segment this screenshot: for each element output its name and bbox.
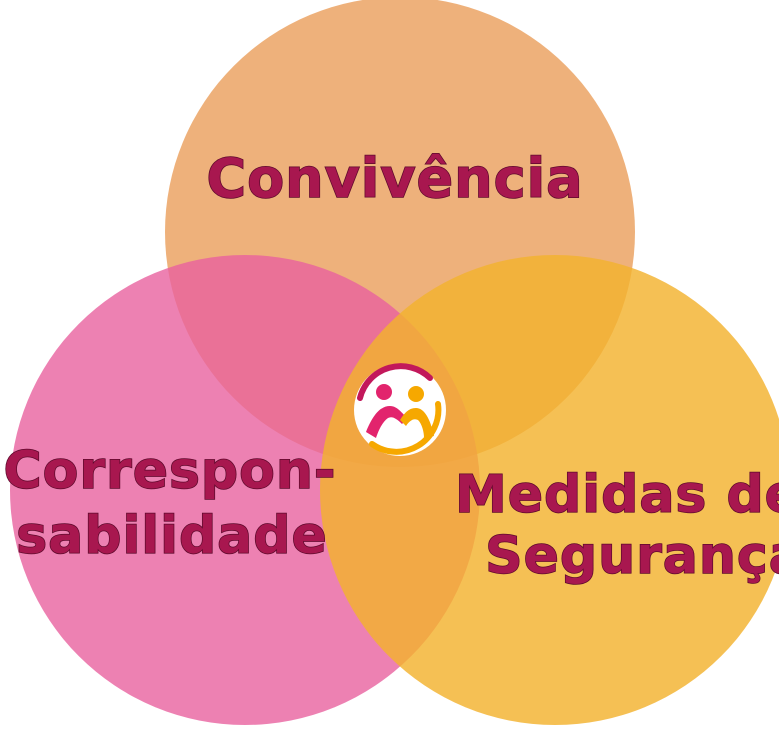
label-medidas-de-seguranca-line2: Segurança: [485, 526, 779, 586]
label-convivencia: Convivência: [206, 147, 583, 210]
label-corresponsabilidade-line2: sabilidade: [16, 506, 328, 566]
two-people-handshake-logo-icon: [354, 363, 446, 456]
circle-medidas-de-seguranca: [320, 255, 779, 725]
label-corresponsabilidade-line1: Correspon-: [4, 441, 337, 501]
label-medidas-de-seguranca-line1: Medidas de: [455, 465, 779, 525]
